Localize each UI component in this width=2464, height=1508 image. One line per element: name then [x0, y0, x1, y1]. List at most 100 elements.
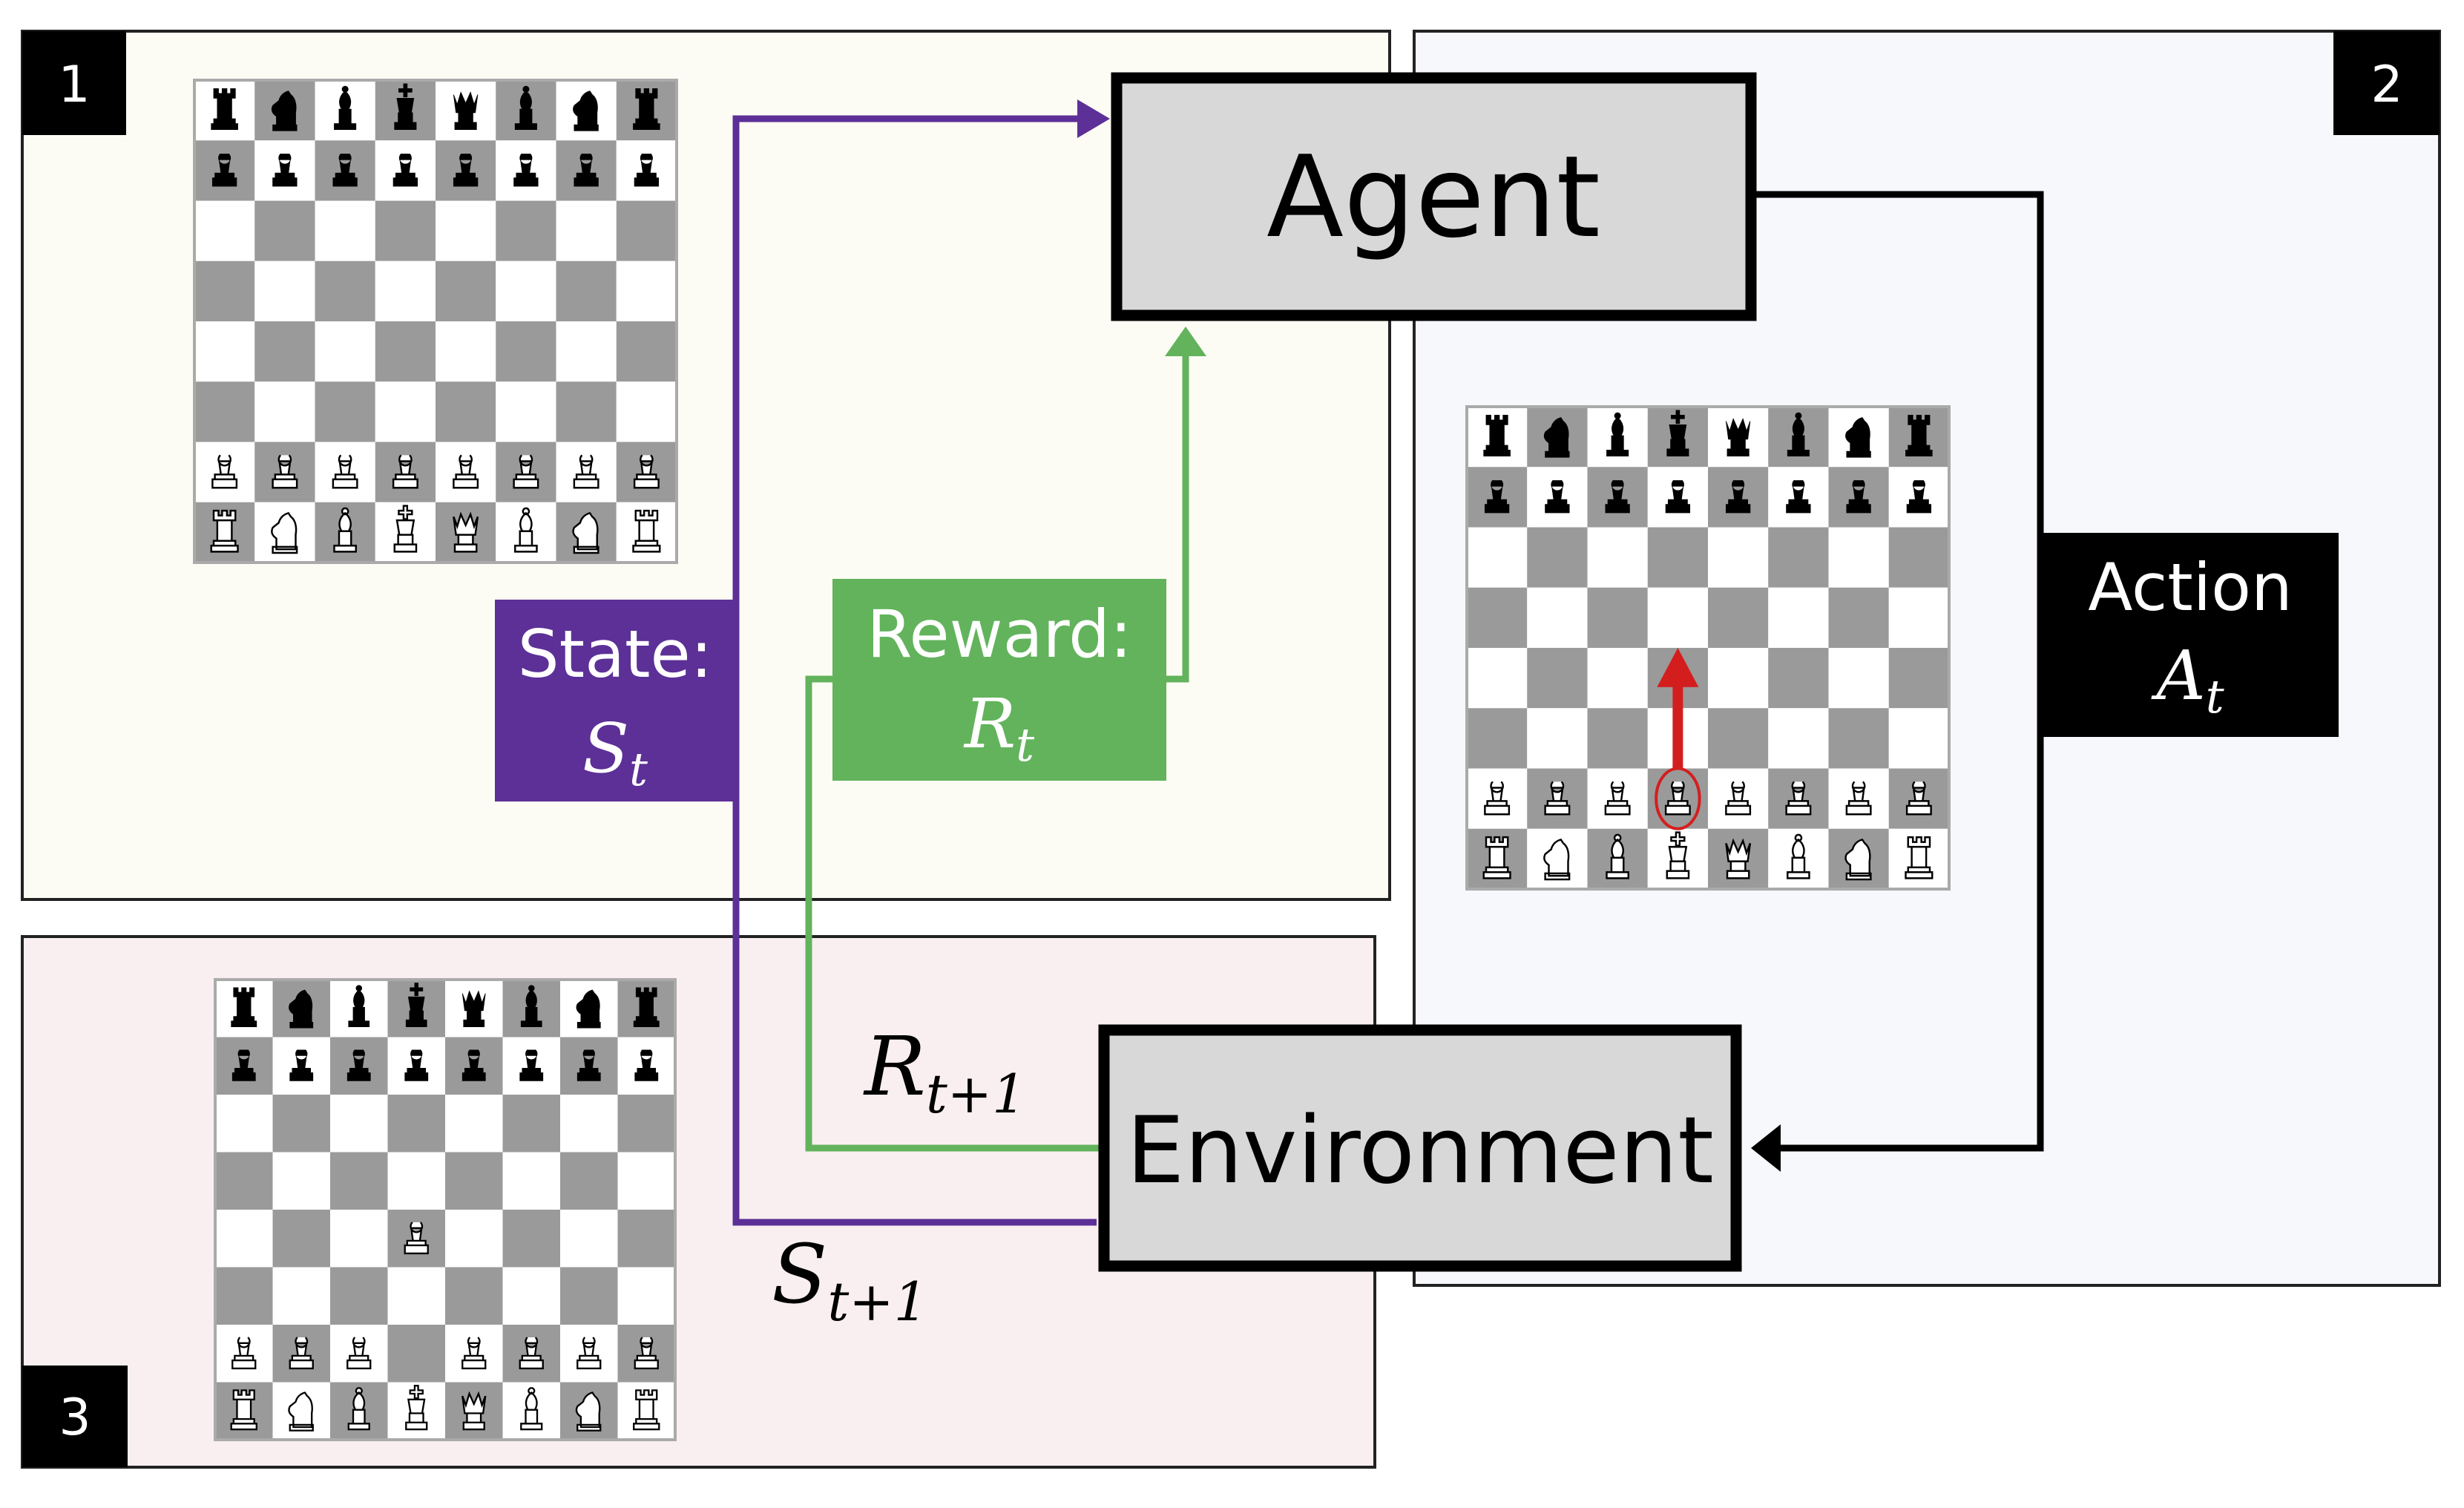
- board-square: [1768, 708, 1829, 769]
- board-square: [272, 1210, 330, 1268]
- next-state-label: St+1: [772, 1227, 927, 1333]
- black-pawn-piece: [574, 153, 599, 187]
- board-square: [1828, 708, 1889, 769]
- state-label-box: State: St: [495, 600, 736, 801]
- black-pawn-piece: [272, 153, 298, 187]
- board-square: [560, 1267, 618, 1325]
- board-square: [616, 260, 677, 321]
- black-pawn-piece: [404, 1049, 429, 1081]
- board-square: [436, 260, 496, 321]
- white-pawn-piece: [461, 1337, 487, 1370]
- white-bishop-piece: [1606, 833, 1629, 879]
- board-square: [1527, 587, 1588, 648]
- chess-board-result: [214, 978, 677, 1441]
- white-queen-piece: [461, 1391, 487, 1431]
- board-square: [1708, 708, 1769, 769]
- black-pawn-piece: [346, 1049, 371, 1081]
- board-square: [272, 1267, 330, 1325]
- black-rook-piece: [231, 987, 257, 1027]
- board-square: [556, 321, 617, 382]
- black-rook-piece: [1483, 414, 1511, 457]
- board-square: [1828, 648, 1889, 709]
- black-knight-piece: [573, 91, 599, 131]
- board-square: [272, 1095, 330, 1153]
- agent-box: Agent: [1111, 72, 1757, 321]
- board-square: [445, 1267, 503, 1325]
- next-reward-label: Rt+1: [863, 1019, 1026, 1125]
- board-square: [387, 1152, 445, 1210]
- white-king-piece: [393, 505, 418, 553]
- board-square: [194, 381, 255, 442]
- board-square: [1708, 648, 1769, 709]
- board-square: [1828, 527, 1889, 588]
- panel-3-number: 3: [59, 1389, 91, 1447]
- board-square: [1768, 587, 1829, 648]
- board-square: [1587, 527, 1648, 588]
- white-rook-piece: [210, 509, 239, 553]
- white-rook-piece: [1482, 836, 1511, 879]
- board-square: [375, 260, 436, 321]
- board-square: [616, 381, 677, 442]
- board-square: [387, 1095, 445, 1153]
- environment-label: Environment: [1126, 1098, 1714, 1204]
- white-pawn-piece: [1604, 781, 1631, 816]
- white-knight-piece: [288, 1391, 314, 1432]
- board-square: [315, 200, 375, 261]
- board-square: [315, 260, 375, 321]
- black-pawn-piece: [1665, 479, 1691, 514]
- board-square: [1708, 587, 1769, 648]
- board-square: [215, 1095, 273, 1153]
- move-arrow-head: [1657, 648, 1699, 687]
- board-square: [617, 1210, 675, 1268]
- black-pawn-piece: [289, 1049, 314, 1081]
- black-pawn-piece: [519, 1049, 544, 1081]
- board-square: [445, 1095, 503, 1153]
- black-rook-piece: [1905, 414, 1933, 457]
- board-square: [272, 1152, 330, 1210]
- black-pawn-piece: [461, 1049, 486, 1081]
- board-square: [496, 321, 556, 382]
- board-square: [445, 1152, 503, 1210]
- board-square: [502, 1267, 560, 1325]
- board-square: [616, 200, 677, 261]
- board-square: [556, 381, 617, 442]
- chess-board-move: [1465, 405, 1951, 891]
- board-square: [1467, 527, 1528, 588]
- white-rook-piece: [230, 1389, 257, 1431]
- board-square: [1768, 648, 1829, 709]
- white-pawn-piece: [392, 454, 418, 489]
- white-pawn-piece: [513, 454, 539, 489]
- black-knight-piece: [271, 91, 298, 131]
- black-pawn-piece: [332, 153, 358, 187]
- reward-symbol: Rt: [963, 684, 1034, 772]
- board-square: [1527, 708, 1588, 769]
- board-square: [560, 1210, 618, 1268]
- black-pawn-piece: [1846, 479, 1871, 514]
- black-king-piece: [405, 983, 427, 1027]
- board-frame: [214, 978, 677, 1441]
- board-square: [436, 321, 496, 382]
- white-rook-piece: [1905, 836, 1934, 879]
- black-king-piece: [1666, 410, 1689, 457]
- white-pawn-piece: [272, 454, 298, 489]
- board-square: [1647, 527, 1708, 588]
- white-pawn-piece: [211, 454, 238, 489]
- white-pawn-piece: [1785, 781, 1812, 816]
- board-square: [254, 200, 315, 261]
- reward-label-box: Reward: Rt: [832, 579, 1166, 781]
- white-king-piece: [1666, 831, 1690, 879]
- white-bishop-piece: [347, 1387, 370, 1431]
- white-pawn-piece: [404, 1222, 429, 1255]
- board-square: [436, 381, 496, 442]
- board-square: [1587, 587, 1648, 648]
- environment-box: Environment: [1098, 1024, 1742, 1272]
- state-label: State:: [518, 616, 713, 692]
- white-bishop-piece: [514, 507, 538, 553]
- white-knight-piece: [1543, 838, 1571, 881]
- board-square: [330, 1210, 388, 1268]
- white-pawn-piece: [1664, 781, 1691, 816]
- board-square: [496, 260, 556, 321]
- action-arrow: [1751, 191, 2044, 1172]
